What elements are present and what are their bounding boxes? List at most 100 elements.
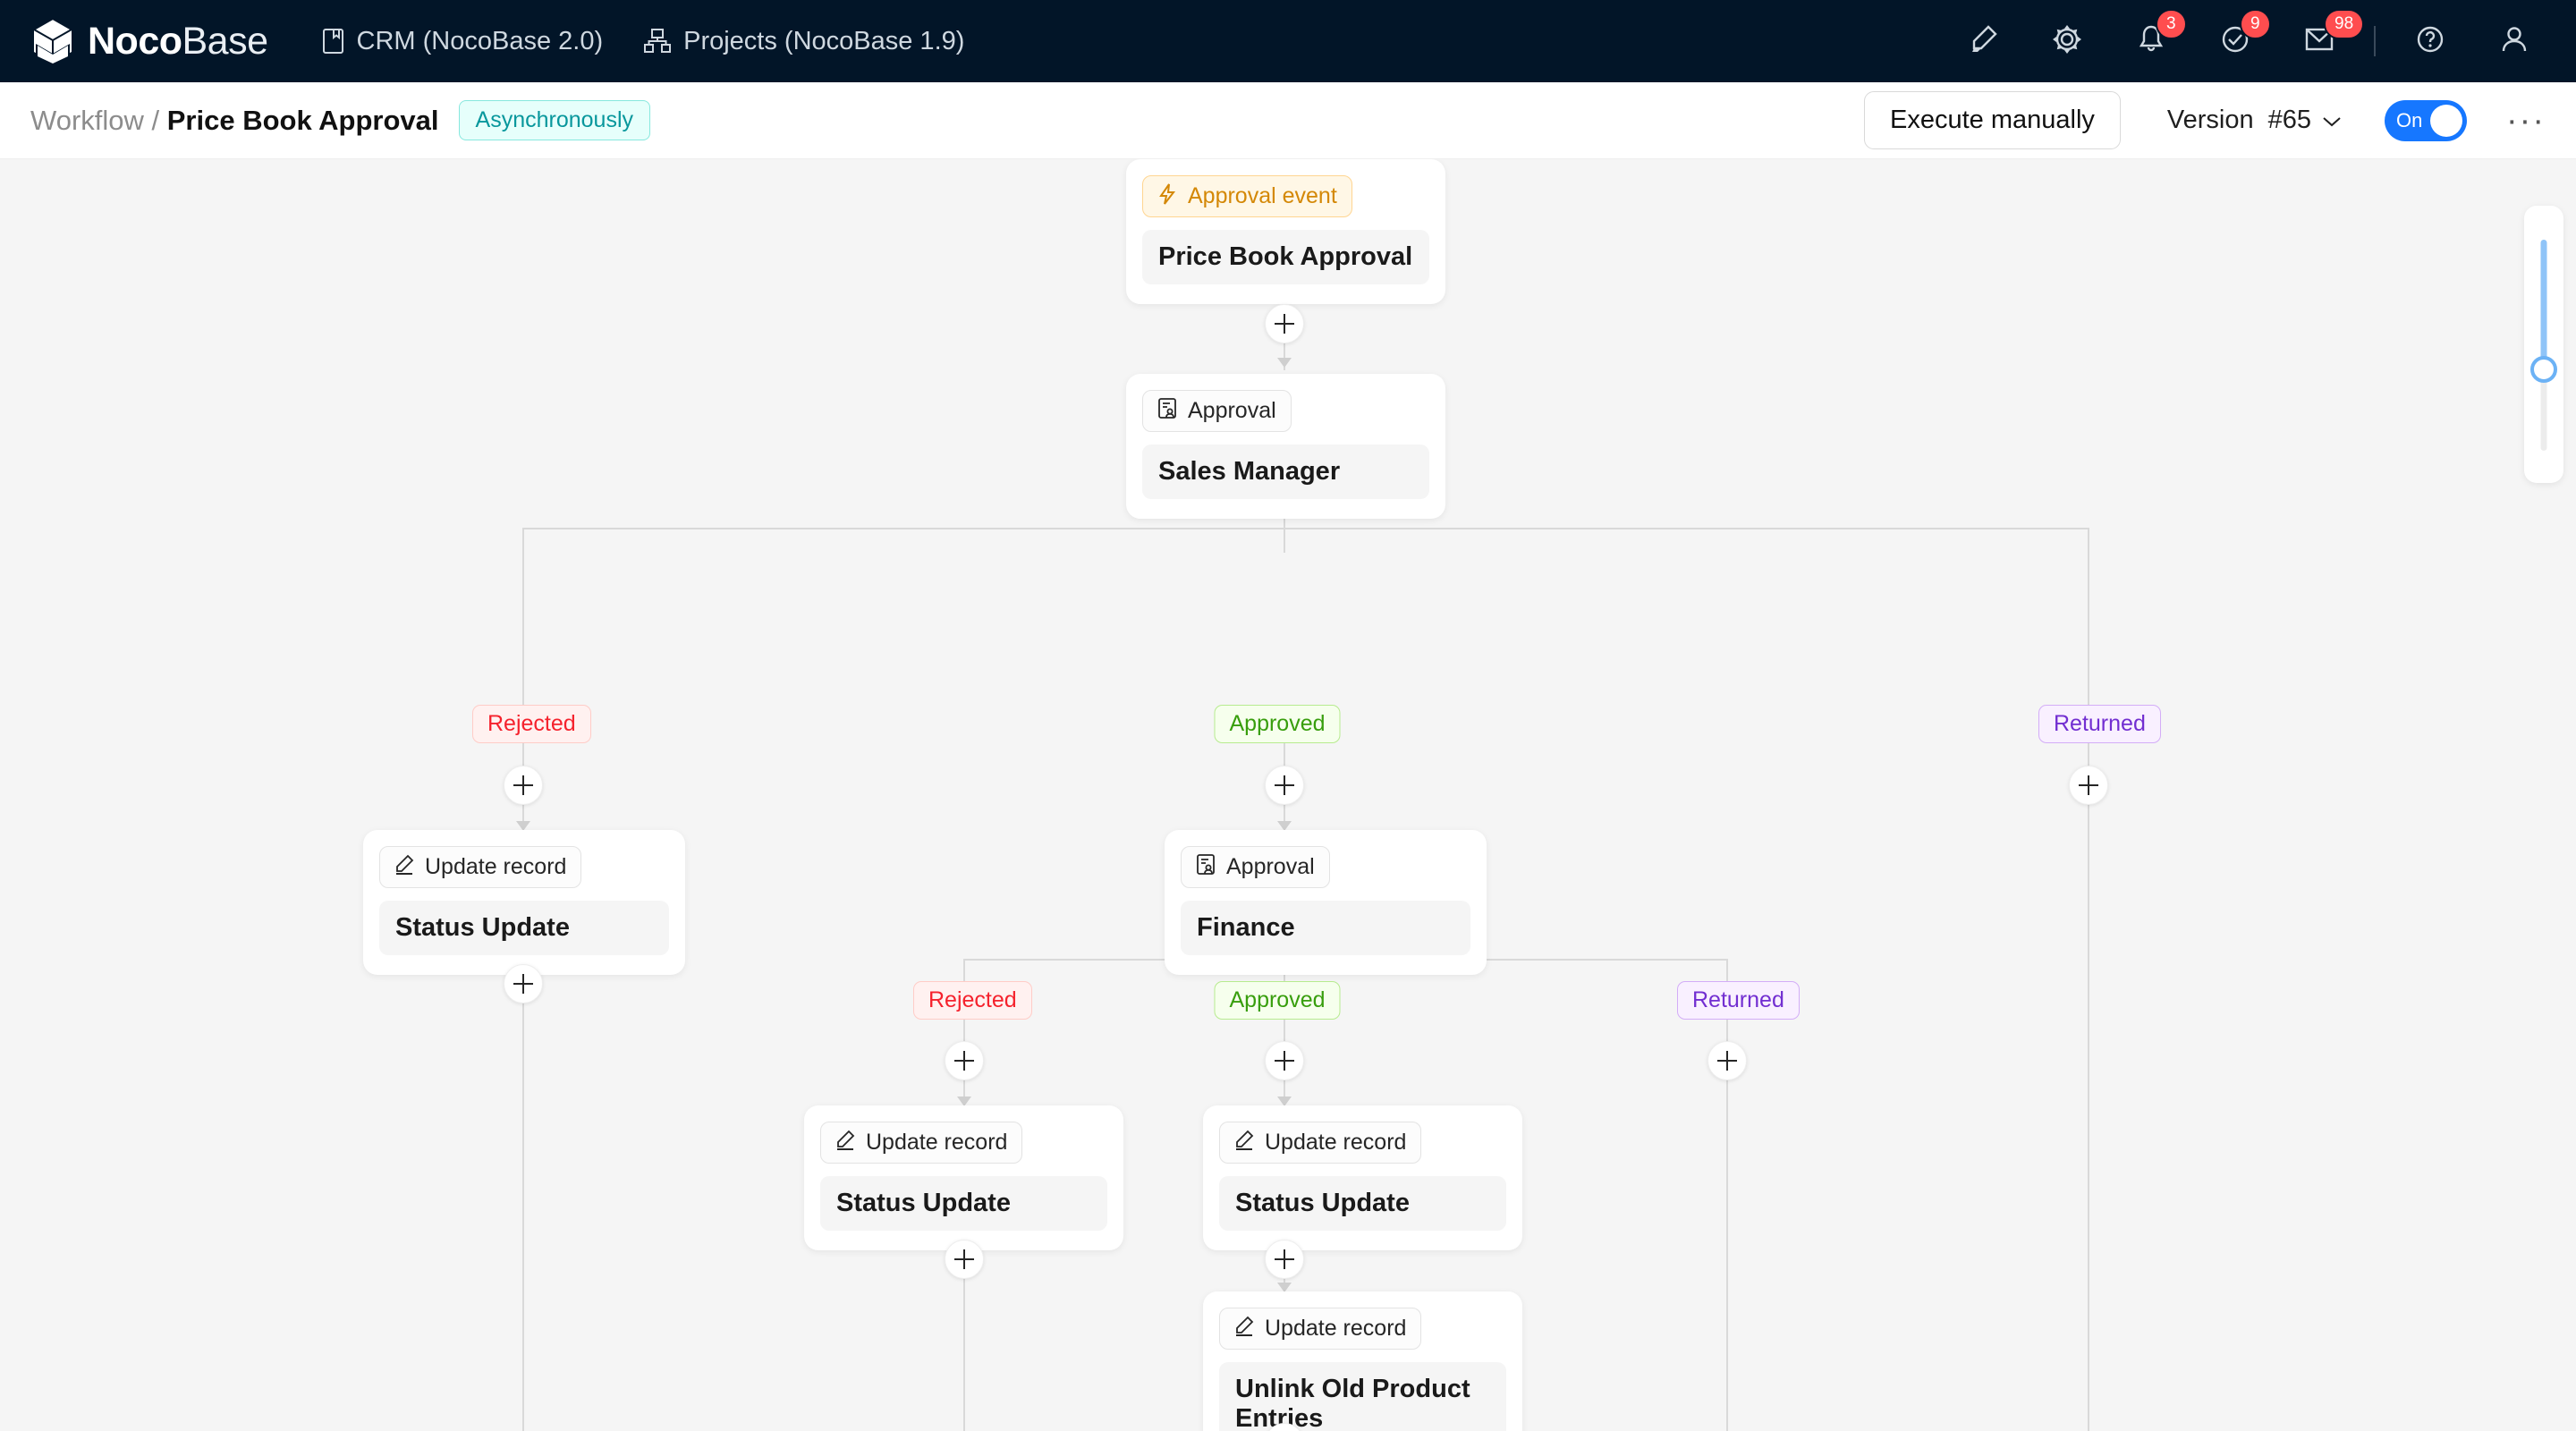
node-title: Status Update xyxy=(1219,1176,1506,1231)
edge-l2app-plus-to-node xyxy=(1284,1080,1285,1109)
add-node-button[interactable] xyxy=(2069,766,2108,805)
version-selector[interactable]: Version #65 xyxy=(2167,106,2342,135)
node-approval-finance[interactable]: Approval Finance xyxy=(1165,830,1487,975)
check-circle-icon xyxy=(2217,21,2253,62)
workflow-toolbar: Workflow / Price Book Approval Asynchron… xyxy=(0,82,2576,159)
user-avatar-icon-button[interactable] xyxy=(2472,0,2556,82)
more-options-button[interactable]: ··· xyxy=(2506,101,2546,140)
edge-plus1-to-approval1 xyxy=(1284,343,1285,370)
toggle-knob xyxy=(2430,104,2463,137)
version-value-wrap: #65 xyxy=(2268,106,2342,135)
branch-label-returned-l2[interactable]: Returned xyxy=(1677,981,1800,1020)
node-type-badge: Approval event xyxy=(1142,175,1352,217)
nocobase-cube-icon xyxy=(30,17,75,65)
node-title: Finance xyxy=(1181,901,1470,955)
header-nav-tabs: CRM (NocoBase 2.0) Projects (NocoBase 1.… xyxy=(322,26,964,56)
node-type-label: Update record xyxy=(425,854,567,879)
arrowhead-l2rej-node xyxy=(957,1097,971,1106)
workflow-canvas[interactable]: Approval event Price Book Approval Appro… xyxy=(0,159,2576,1431)
bell-icon-button[interactable]: 3 xyxy=(2109,0,2193,82)
add-node-button[interactable] xyxy=(1265,1240,1304,1279)
add-node-button[interactable] xyxy=(1265,1041,1304,1080)
toolbar-actions: Execute manually Version #65 On ··· xyxy=(1864,91,2546,149)
node-type-label: Update record xyxy=(1265,1316,1407,1341)
zoom-slider-handle[interactable] xyxy=(2530,356,2557,383)
gear-icon-button[interactable] xyxy=(2025,0,2109,82)
pencil-icon xyxy=(1234,1316,1254,1342)
branch-label-returned-l1[interactable]: Returned xyxy=(2038,705,2161,743)
nav-tab-projects[interactable]: Projects (NocoBase 1.9) xyxy=(644,27,964,56)
node-update-record-approved-l2[interactable]: Update record Status Update xyxy=(1203,1105,1522,1250)
branch-label-rejected-l2[interactable]: Rejected xyxy=(913,981,1032,1020)
node-type-badge: Update record xyxy=(1219,1122,1422,1164)
add-node-button[interactable] xyxy=(945,1041,984,1080)
node-title: Unlink Old Product Entries xyxy=(1219,1362,1506,1431)
add-node-button[interactable] xyxy=(1265,766,1304,805)
approval-doc-icon xyxy=(1196,854,1216,880)
node-type-label: Approval event xyxy=(1188,183,1337,208)
sitemap-icon xyxy=(644,29,672,54)
branch-label-rejected-l1[interactable]: Rejected xyxy=(472,705,591,743)
node-title: Status Update xyxy=(820,1176,1107,1231)
breadcrumb: Workflow / Price Book Approval xyxy=(30,105,439,137)
add-node-button[interactable] xyxy=(1265,304,1304,343)
node-type-badge: Update record xyxy=(1219,1308,1422,1350)
add-node-button[interactable] xyxy=(504,766,543,805)
nav-tab-projects-label: Projects (NocoBase 1.9) xyxy=(683,26,965,55)
lightning-icon xyxy=(1157,183,1177,209)
node-update-record-rejected-l1[interactable]: Update record Status Update xyxy=(363,830,685,975)
help-icon-button[interactable] xyxy=(2388,0,2472,82)
node-type-badge: Approval xyxy=(1181,846,1330,888)
edge-l1app-plus-to-node xyxy=(1284,805,1285,834)
envelope-badge: 98 xyxy=(2324,9,2365,39)
node-approval-sales-manager[interactable]: Approval Sales Manager xyxy=(1126,374,1445,519)
check-circle-icon-button[interactable]: 9 xyxy=(2193,0,2277,82)
node-title: Sales Manager xyxy=(1142,445,1429,499)
highlighter-icon-button[interactable] xyxy=(1941,0,2025,82)
zoom-slider-fill xyxy=(2540,240,2547,369)
check-circle-badge: 9 xyxy=(2240,9,2271,39)
header-divider xyxy=(2374,26,2376,56)
version-label: Version xyxy=(2166,106,2254,134)
branch-label-approved-l2[interactable]: Approved xyxy=(1214,981,1341,1020)
add-node-button[interactable] xyxy=(504,964,543,1003)
gear-icon xyxy=(2049,21,2085,62)
breadcrumb-separator: / xyxy=(143,104,167,136)
execute-manually-button[interactable]: Execute manually xyxy=(1864,91,2121,149)
header-actions: 3 9 98 xyxy=(1941,0,2556,82)
node-unlink-old-product-entries[interactable]: Update record Unlink Old Product Entries xyxy=(1203,1291,1522,1431)
edge-l2ret-label-to-plus xyxy=(1726,1017,1728,1044)
edge-l2app-label-to-plus xyxy=(1284,1017,1285,1044)
branch-label-approved-l1[interactable]: Approved xyxy=(1214,705,1341,743)
edge-l1app-label-to-plus xyxy=(1284,741,1285,767)
brand-name-bold: Noco xyxy=(88,19,182,63)
add-node-button[interactable] xyxy=(1707,1041,1747,1080)
zoom-slider[interactable] xyxy=(2524,206,2563,483)
nav-tab-crm-label: CRM (NocoBase 2.0) xyxy=(356,26,604,55)
edge-l1ret-label-to-plus xyxy=(2088,741,2089,767)
chevron-down-icon xyxy=(2322,106,2342,135)
pencil-icon xyxy=(394,854,414,880)
enable-toggle[interactable]: On xyxy=(2385,99,2468,141)
node-type-label: Approval xyxy=(1226,854,1315,879)
envelope-icon-button[interactable]: 98 xyxy=(2277,0,2365,82)
edge-bus2-right-down xyxy=(1726,959,1728,1431)
node-type-badge: Update record xyxy=(820,1122,1023,1164)
edge-l2app-plus2-to-unlink1 xyxy=(1284,1266,1285,1295)
nav-tab-crm[interactable]: CRM (NocoBase 2.0) xyxy=(322,26,604,56)
add-node-button[interactable] xyxy=(945,1240,984,1279)
node-type-badge: Update record xyxy=(379,846,582,888)
edge-l2rej-label-to-plus xyxy=(963,1017,965,1044)
pencil-icon xyxy=(1234,1130,1254,1156)
node-update-record-rejected-l2[interactable]: Update record Status Update xyxy=(804,1105,1123,1250)
node-type-label: Approval xyxy=(1188,398,1276,423)
pencil-icon xyxy=(835,1130,855,1156)
bell-icon xyxy=(2133,21,2169,62)
edge-l1rej-label-to-plus xyxy=(522,741,524,767)
edge-l1rej-plus-to-node xyxy=(522,805,524,834)
node-trigger[interactable]: Approval event Price Book Approval xyxy=(1126,159,1445,304)
breadcrumb-parent[interactable]: Workflow xyxy=(30,104,144,136)
